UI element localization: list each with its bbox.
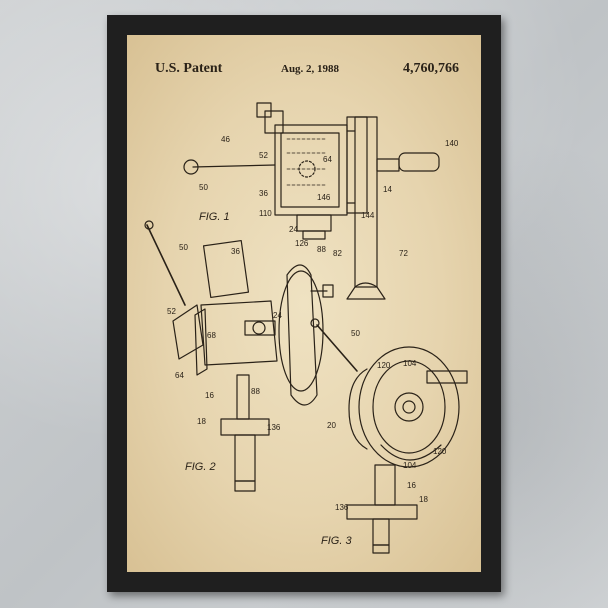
ref-label: 50 [199, 183, 208, 192]
ref-label: 18 [419, 495, 428, 504]
ref-label: 50 [179, 243, 188, 252]
ref-label: 24 [289, 225, 298, 234]
ref-label: 50 [351, 329, 360, 338]
ref-label: 120 [433, 447, 447, 456]
ref-label: 104 [403, 359, 417, 368]
ref-label: 72 [399, 249, 408, 258]
ref-label: 18 [197, 417, 206, 426]
patent-date: Aug. 2, 1988 [281, 63, 340, 75]
patent-drawing [144, 102, 468, 554]
ref-label: 64 [323, 155, 332, 164]
ref-label: 20 [327, 421, 336, 430]
ref-label: 82 [333, 249, 342, 258]
fig3-drawing [310, 318, 468, 554]
ref-label: 144 [361, 211, 375, 220]
ref-label: 136 [267, 423, 281, 432]
ref-label: 110 [259, 209, 272, 218]
fig3-label: FIG. 3 [321, 535, 352, 547]
ref-label: 136 [335, 503, 349, 512]
ref-label: 16 [407, 481, 416, 490]
ref-label: 126 [295, 239, 309, 248]
patent-print: U.S. Patent Aug. 2, 1988 4,760,766 [127, 35, 481, 572]
ref-label: 36 [231, 247, 240, 256]
ref-label: 88 [317, 245, 326, 254]
ref-label: 36 [259, 189, 268, 198]
ref-label: 146 [317, 193, 331, 202]
ref-label: 68 [207, 331, 216, 340]
ref-label: 88 [251, 387, 260, 396]
fig1-drawing [183, 102, 440, 300]
fig2-drawing [144, 220, 334, 492]
ref-label: 16 [205, 391, 214, 400]
ref-label: 14 [383, 185, 392, 194]
picture-frame: U.S. Patent Aug. 2, 1988 4,760,766 [107, 15, 501, 592]
ref-label: 46 [221, 135, 230, 144]
fig2-label: FIG. 2 [185, 461, 216, 473]
ref-label: 52 [259, 151, 268, 160]
ref-label: 52 [167, 307, 176, 316]
ref-label: 24 [273, 311, 282, 320]
ref-label: 104 [403, 461, 417, 470]
patent-label: U.S. Patent [155, 61, 223, 76]
patent-number: 4,760,766 [403, 61, 459, 76]
ref-label: 140 [445, 139, 459, 148]
ref-label: 120 [377, 361, 391, 370]
ref-label: 64 [175, 371, 184, 380]
fig1-label: FIG. 1 [199, 211, 230, 223]
